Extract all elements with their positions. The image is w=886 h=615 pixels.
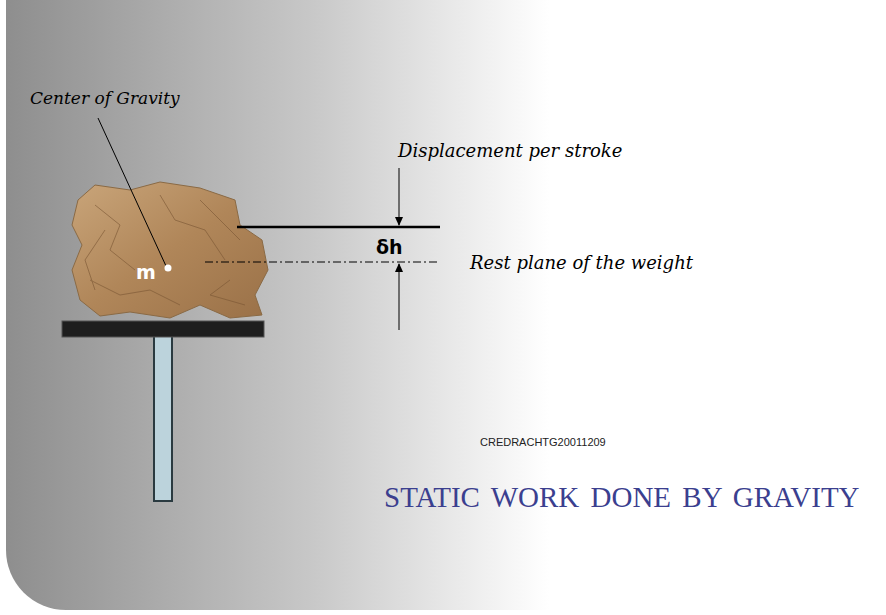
diagram-title: STATIC WORK DONE BY GRAVITY [384,481,860,514]
dimension-arrow [399,264,400,330]
background-panel [6,0,882,610]
dimension-arrow [399,168,400,225]
watermark-code: CREDRACHTG20011209 [480,436,606,448]
piston-rod [154,336,172,501]
callout-label: Center of Gravity [30,88,180,108]
plane-label: Rest plane of the weight [470,252,693,273]
mass-symbol: m [136,261,156,283]
rest-plane-line [205,262,440,263]
rock-texture [85,195,245,305]
center-of-gravity-dot [165,265,172,272]
dimension-label: Displacement per stroke [398,140,622,161]
leader-line [98,118,166,266]
platform-plate [62,321,264,337]
displaced-plane-line [237,226,440,229]
dimension-symbol: δh [376,236,403,258]
rock-weight [72,182,268,318]
